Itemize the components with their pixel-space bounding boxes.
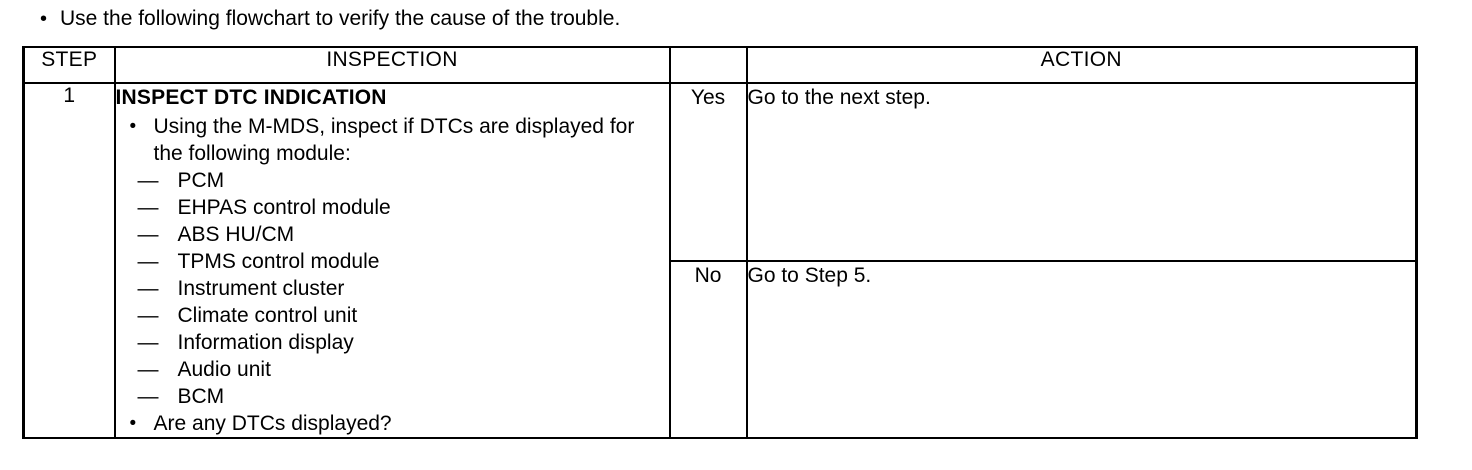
list-item: — TPMS control module: [116, 248, 669, 275]
judgement-no: No: [668, 259, 748, 439]
module-name: Audio unit: [177, 358, 271, 381]
em-dash-icon: —: [137, 277, 159, 300]
list-item: — Information display: [116, 329, 669, 356]
inspection-title: INSPECT DTC INDICATION: [115, 86, 387, 109]
module-name: BCM: [177, 385, 225, 408]
module-list: — PCM — EHPAS control module — ABS HU/CM…: [116, 167, 669, 410]
table-row: 1 INSPECT DTC INDICATION • Using the M-M…: [22, 82, 1418, 439]
list-item: — BCM: [116, 383, 669, 410]
column-header-inspection: INSPECTION: [113, 46, 671, 84]
table-header-row: STEP INSPECTION ACTION: [22, 46, 1418, 84]
module-name: PCM: [177, 169, 225, 192]
action-no: Go to Step 5.: [745, 259, 1418, 439]
column-header-judgement-spacer: [669, 46, 747, 84]
em-dash-icon: —: [137, 304, 159, 327]
module-name: Information display: [177, 331, 354, 354]
inspection-bullet-2: • Are any DTCs displayed?: [116, 410, 669, 437]
diagnostic-flowchart-table: STEP INSPECTION ACTION 1 INSPECT DTC IND…: [22, 46, 1418, 439]
list-item: — Audio unit: [116, 356, 669, 383]
em-dash-icon: —: [137, 331, 159, 354]
column-header-step: STEP: [22, 46, 116, 84]
module-name: EHPAS control module: [177, 196, 391, 219]
intro-text: Use the following flowchart to verify th…: [60, 7, 621, 30]
action-yes: Go to the next step.: [745, 82, 1418, 262]
module-name: ABS HU/CM: [177, 223, 295, 246]
bullet-icon: •: [129, 116, 137, 137]
em-dash-icon: —: [137, 196, 159, 219]
module-name: TPMS control module: [177, 250, 380, 273]
list-item: — Climate control unit: [116, 302, 669, 329]
intro-bullet-line: • Use the following flowchart to verify …: [40, 6, 620, 32]
em-dash-icon: —: [137, 358, 159, 381]
list-item: — EHPAS control module: [116, 194, 669, 221]
em-dash-icon: —: [137, 169, 159, 192]
list-item: — Instrument cluster: [116, 275, 669, 302]
column-header-action: ACTION: [745, 46, 1418, 84]
bullet-icon: •: [40, 8, 48, 30]
bullet-icon: •: [129, 413, 137, 434]
module-name: Instrument cluster: [177, 277, 345, 300]
list-item: — PCM: [116, 167, 669, 194]
em-dash-icon: —: [137, 250, 159, 273]
inspection-question-text: Are any DTCs displayed?: [153, 412, 392, 435]
module-name: Climate control unit: [177, 304, 358, 327]
inspection-cell: INSPECT DTC INDICATION • Using the M-MDS…: [113, 82, 671, 439]
inspection-bullet-text: Using the M-MDS, inspect if DTCs are dis…: [153, 115, 635, 165]
inspection-bullet-1: • Using the M-MDS, inspect if DTCs are d…: [116, 113, 669, 167]
judgement-yes: Yes: [668, 82, 748, 262]
em-dash-icon: —: [137, 385, 159, 408]
step-number: 1: [22, 82, 116, 439]
em-dash-icon: —: [137, 223, 159, 246]
table-row: No Go to Step 5.: [24, 259, 1418, 439]
list-item: — ABS HU/CM: [116, 221, 669, 248]
